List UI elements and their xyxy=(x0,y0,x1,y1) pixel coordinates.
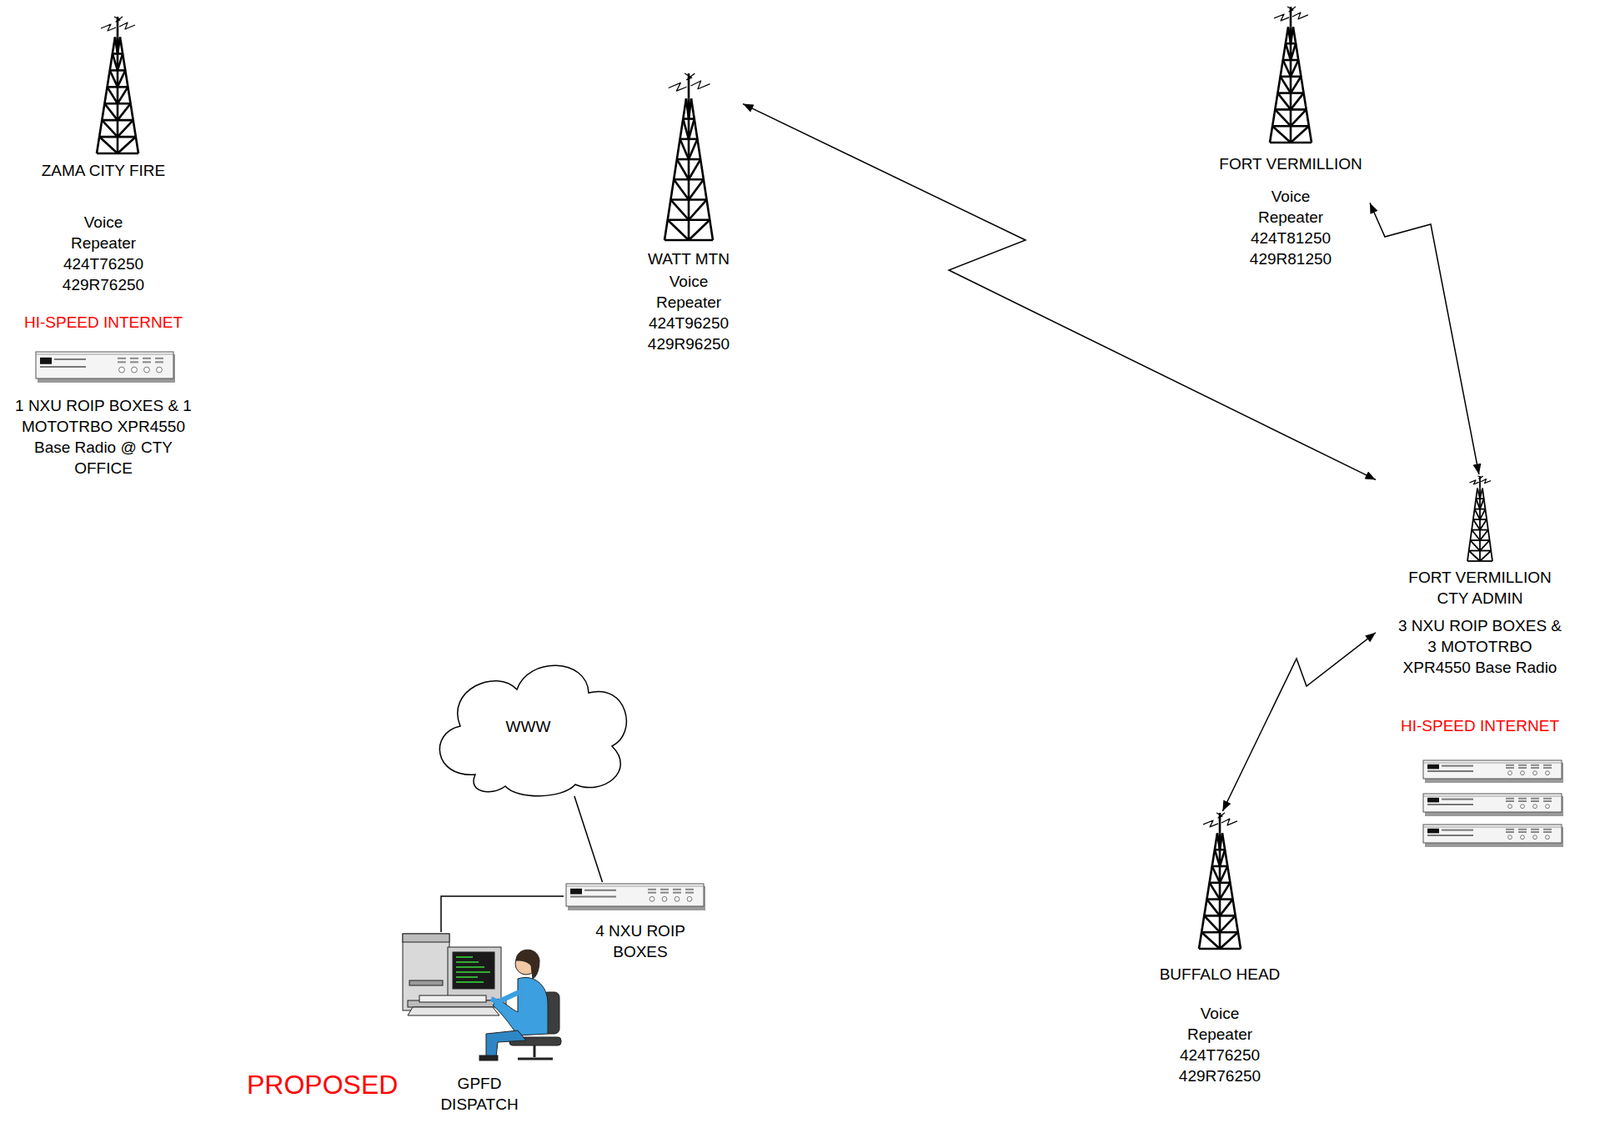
radio-link xyxy=(742,104,1376,481)
tower-icon xyxy=(1467,476,1493,562)
node-text: Voice Repeater 424T76250 429R76250 xyxy=(60,211,148,296)
internet-cloud xyxy=(439,665,627,797)
radio-link xyxy=(1369,202,1480,475)
node-text: FORT VERMILLION CTY ADMIN xyxy=(1400,566,1560,609)
node-text: ZAMA CITY FIRE xyxy=(11,160,196,181)
node-text: WWW xyxy=(495,716,562,738)
node-text: GPFD DISPATCH xyxy=(433,1073,526,1115)
site-node: GPFD DISPATCH xyxy=(392,932,567,1118)
tower-icon xyxy=(1269,6,1312,143)
node-text: BUFFALO HEAD xyxy=(1157,963,1283,985)
site-node: WATT MTNVoice Repeater 424T96250 429R962… xyxy=(634,71,743,357)
site-node: BUFFALO HEAD Voice Repeater 424T76250 429… xyxy=(1153,811,1287,1089)
node-text: Voice Repeater 424T96250 429R96250 xyxy=(645,270,733,355)
node-text: Voice Repeater 424T81250 429R81250 xyxy=(1247,185,1335,270)
node-text: 1 NXU ROIP BOXES & 1 MOTOTRBO XPR4550 Ba… xyxy=(14,395,194,479)
tower-icon xyxy=(96,16,139,154)
roip-box-icon xyxy=(1423,760,1564,783)
status-label: PROPOSED xyxy=(246,1068,398,1102)
site-node: WWW xyxy=(423,652,633,797)
roip-box-icon xyxy=(566,883,706,911)
node-text: 4 NXU ROIP BOXES xyxy=(577,920,703,963)
network-link xyxy=(441,896,564,933)
network-link xyxy=(574,796,603,883)
roip-box-icon xyxy=(35,351,176,383)
node-text: 3 NXU ROIP BOXES & 3 MOTOTRBO XPR4550 Ba… xyxy=(1394,615,1566,678)
node-text: WATT MTN xyxy=(638,248,739,270)
dispatcher-illustration xyxy=(402,933,562,1061)
roip-box-icon xyxy=(1423,824,1564,848)
node-text: Voice Repeater 424T76250 429R76250 xyxy=(1176,1003,1264,1087)
node-text: HI-SPEED INTERNET xyxy=(1384,715,1576,737)
node-text: FORT VERMILLION xyxy=(1213,153,1369,175)
tower-icon xyxy=(1198,812,1241,949)
tower-icon xyxy=(664,73,713,241)
site-node: FORT VERMILLION Voice Repeater 424T81250 … xyxy=(1211,5,1370,271)
roip-box-icon xyxy=(1423,793,1564,817)
site-node: ZAMA CITY FIRE Voice Repeater 424T76250 4… xyxy=(5,15,202,516)
radio-link xyxy=(1222,632,1376,812)
site-node: FORT VERMILLION CTY ADMIN 3 NXU ROIP BOXE… xyxy=(1375,474,1585,847)
node-text: HI-SPEED INTERNET xyxy=(7,311,200,333)
site-node: 4 NXU ROIP BOXES xyxy=(563,882,718,964)
